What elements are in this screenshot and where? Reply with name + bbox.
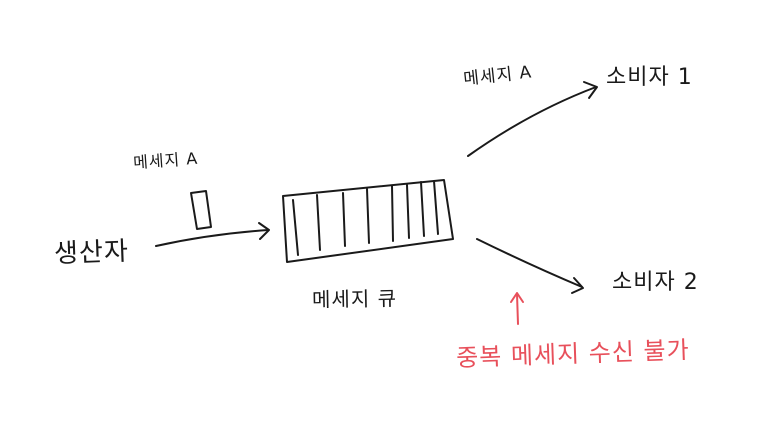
- arrow-producer-to-queue: [155, 222, 270, 247]
- message-queue-box: [282, 179, 454, 263]
- queue-label: 메세지 큐: [311, 286, 398, 312]
- warning-arrow: [510, 292, 524, 325]
- arrow-queue-to-consumer2: [476, 238, 584, 294]
- consumer2-label: 소비자 2: [612, 270, 699, 295]
- message-left-label: 메세지 A: [132, 148, 199, 173]
- message-box-icon: [190, 190, 212, 230]
- producer-label: 생산자: [53, 236, 130, 270]
- arrow-queue-to-consumer1: [467, 81, 598, 157]
- consumer1-label: 소비자 1: [606, 65, 693, 90]
